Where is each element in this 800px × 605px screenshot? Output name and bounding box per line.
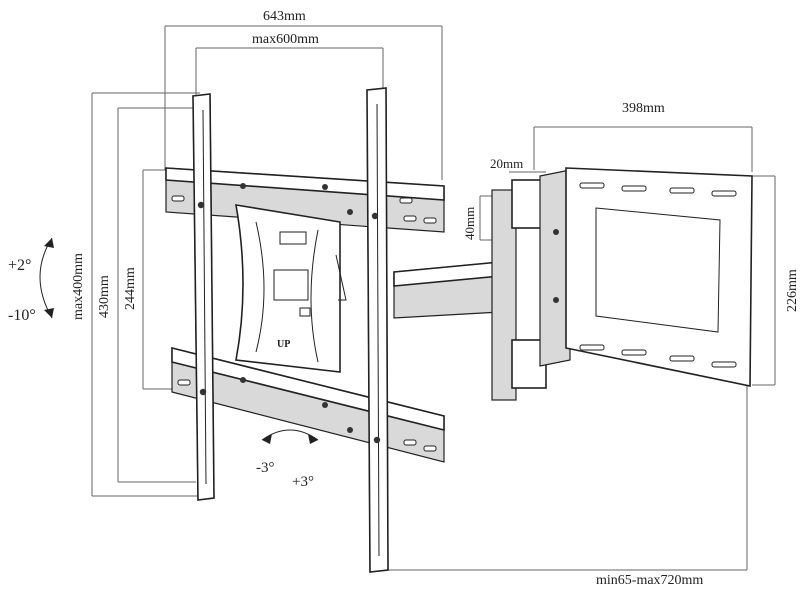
tilt-down-label: -10°	[8, 307, 36, 324]
max-vesa-width-label: max600mm	[252, 32, 319, 47]
wall-plate-height-label: 226mm	[785, 269, 800, 312]
vertical-arm-left	[192, 93, 215, 501]
articulating-arm	[393, 169, 571, 401]
center-plate	[235, 204, 347, 373]
vertical-arm-right	[366, 87, 389, 573]
arm-length-label: 398mm	[622, 101, 665, 116]
bracket-height-label: 244mm	[123, 267, 138, 310]
overall-height-label: 430mm	[97, 275, 112, 318]
swivel-arrow	[261, 429, 319, 444]
wall-plate	[565, 167, 753, 387]
up-badge: UP	[277, 339, 290, 350]
plate-height-small-label: 40mm	[462, 207, 477, 240]
extension-label: min65-max720mm	[596, 573, 703, 588]
tilt-up-label: +2°	[8, 257, 31, 274]
plate-offset-label: 20mm	[490, 156, 523, 171]
swivel-right-label: +3°	[292, 474, 314, 490]
swivel-left-label: -3°	[256, 460, 275, 476]
tilt-arrow	[39, 237, 54, 319]
overall-width-label: 643mm	[263, 9, 306, 24]
max-vesa-height-label: max400mm	[71, 253, 86, 320]
